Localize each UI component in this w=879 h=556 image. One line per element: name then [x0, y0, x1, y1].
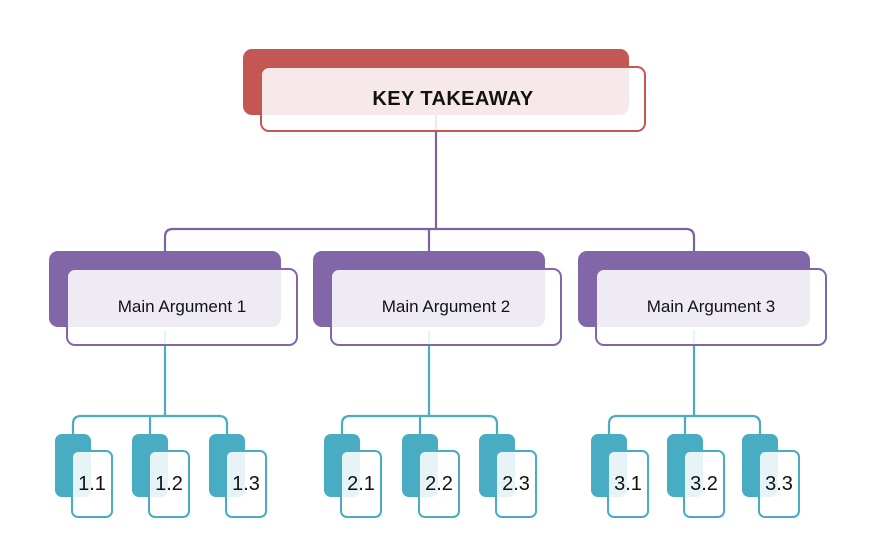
leaf-3-2-label: 3.2	[690, 472, 718, 495]
leaf-node-2-3[interactable]: 2.3	[495, 450, 537, 518]
leaf-1-3-label: 1.3	[232, 472, 260, 495]
leaf-3-1-label: 3.1	[614, 472, 642, 495]
leaf-node-3-2[interactable]: 3.2	[683, 450, 725, 518]
leaf-node-3-1[interactable]: 3.1	[607, 450, 649, 518]
branch-3-connector	[607, 330, 762, 442]
branch-2-connector	[340, 330, 499, 442]
leaf-node-3-3[interactable]: 3.3	[758, 450, 800, 518]
leaf-1-2-label: 1.2	[155, 472, 183, 495]
leaf-node-2-1[interactable]: 2.1	[340, 450, 382, 518]
leaf-3-3-label: 3.3	[765, 472, 793, 495]
leaf-node-1-2[interactable]: 1.2	[148, 450, 190, 518]
leaf-node-2-2[interactable]: 2.2	[418, 450, 460, 518]
leaf-2-1-label: 2.1	[347, 472, 375, 495]
branch-node-3[interactable]: Main Argument 3	[595, 268, 827, 346]
branch-node-1[interactable]: Main Argument 1	[66, 268, 298, 346]
leaf-2-2-label: 2.2	[425, 472, 453, 495]
root-node[interactable]: KEY TAKEAWAY	[260, 66, 646, 132]
branch-2-label: Main Argument 2	[381, 297, 511, 316]
branch-node-2[interactable]: Main Argument 2	[330, 268, 562, 346]
root-connector	[163, 110, 696, 258]
leaf-node-1-1[interactable]: 1.1	[71, 450, 113, 518]
root-label: KEY TAKEAWAY	[372, 87, 534, 110]
leaf-1-1-label: 1.1	[78, 472, 106, 495]
branch-3-label: Main Argument 3	[646, 297, 776, 316]
branch-1-connector	[71, 330, 229, 442]
leaf-node-1-3[interactable]: 1.3	[225, 450, 267, 518]
leaf-2-3-label: 2.3	[502, 472, 530, 495]
branch-1-label: Main Argument 1	[117, 297, 247, 316]
